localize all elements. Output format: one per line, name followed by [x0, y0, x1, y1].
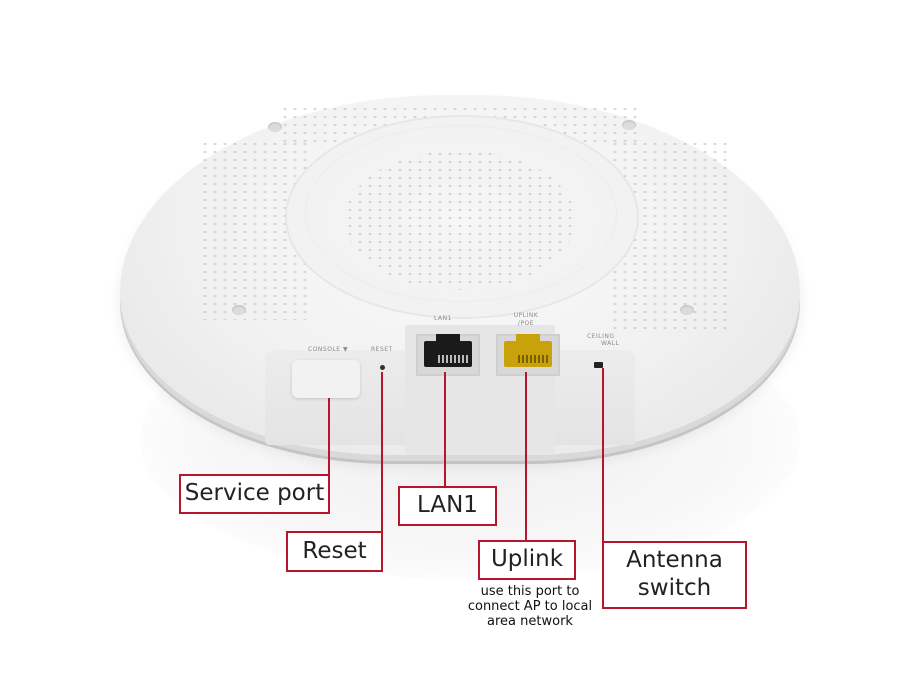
reset-label: Reset [302, 537, 367, 564]
service-port-callout: Service port [179, 474, 330, 514]
antenna-ceiling-silkscreen: CEILING [587, 333, 615, 340]
screw-top-right [622, 120, 636, 130]
uplink-note: use this port to connect AP to local are… [467, 584, 593, 629]
reset-callout: Reset [286, 531, 383, 572]
screw-bottom-right [680, 305, 694, 315]
service-port-label: Service port [184, 480, 325, 507]
antenna-wall-silkscreen: WALL [601, 340, 620, 347]
mounting-ring-inner [305, 125, 617, 302]
vent-holes-center [345, 150, 575, 290]
service-port-leader [328, 398, 330, 476]
console-silkscreen: CONSOLE ▼ [308, 346, 349, 353]
lan1-port-tab [436, 334, 460, 342]
lan1-port-socket [424, 341, 472, 367]
uplink-leader [525, 372, 527, 542]
lan1-label: LAN1 [417, 492, 478, 519]
service-port-cover[interactable] [292, 360, 360, 398]
uplink-port-tab [516, 334, 540, 342]
antenna-leader [602, 368, 604, 544]
uplink-port-pins [518, 355, 550, 363]
screw-bottom-left [232, 305, 246, 315]
lan1-silkscreen: LAN1 [434, 315, 452, 322]
antenna-label-line2: switch [637, 575, 712, 601]
antenna-label-line1: Antenna [626, 547, 723, 574]
uplink-port-socket [504, 341, 552, 367]
lan1-leader [444, 372, 446, 488]
lan1-port[interactable] [416, 334, 480, 376]
lan1-callout: LAN1 [398, 486, 497, 526]
reset-leader [381, 372, 383, 536]
reset-button[interactable] [380, 365, 385, 370]
antenna-switch[interactable] [594, 362, 603, 368]
lan1-port-pins [438, 355, 470, 363]
uplink-silkscreen: UPLINK /POE [513, 312, 539, 327]
screw-top-left [268, 122, 282, 132]
antenna-switch-callout: Antenna switch [602, 541, 747, 609]
uplink-label: Uplink [490, 546, 564, 573]
uplink-poe-port[interactable] [496, 334, 560, 376]
uplink-callout: Uplink [478, 540, 576, 580]
reset-silkscreen: RESET [371, 346, 393, 353]
